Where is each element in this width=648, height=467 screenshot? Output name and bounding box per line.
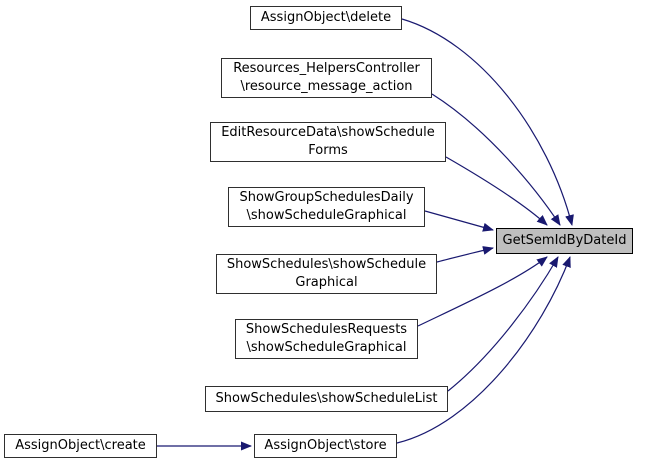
node-assignobject-create[interactable]: AssignObject\create xyxy=(4,434,157,458)
node-get-sem-id-by-date-id: GetSemIdByDateId xyxy=(496,228,633,254)
node-assignobject-store[interactable]: AssignObject\store xyxy=(254,434,397,458)
node-label-line: ShowSchedules\showSchedule xyxy=(226,257,427,272)
node-resource-message-action[interactable]: Resources_HelpersController \resource_me… xyxy=(221,58,432,98)
edge-show-schedules-requests-to-target xyxy=(417,256,548,327)
edge-show-group-schedules-daily-to-target xyxy=(424,210,494,232)
node-show-group-schedules-daily[interactable]: ShowGroupSchedulesDaily \showScheduleGra… xyxy=(228,187,425,227)
node-label-line: \resource_message_action xyxy=(240,79,413,94)
target-node-label: GetSemIdByDateId xyxy=(502,233,627,248)
node-label: AssignObject\create xyxy=(15,438,146,453)
node-label-line: \showScheduleGraphical xyxy=(246,208,407,223)
node-show-schedules-graphical[interactable]: ShowSchedules\showSchedule Graphical xyxy=(216,254,437,294)
node-assignobject-delete[interactable]: AssignObject\delete xyxy=(250,6,402,30)
node-show-schedules-requests[interactable]: ShowSchedulesRequests \showScheduleGraph… xyxy=(235,319,418,359)
node-label: AssignObject\store xyxy=(264,438,387,453)
node-edit-resource-data-show-schedule-forms[interactable]: EditResourceData\showSchedule Forms xyxy=(210,122,446,162)
edge-store-to-target xyxy=(396,256,571,444)
node-label-line: ShowSchedulesRequests xyxy=(245,322,408,337)
edge-show-schedule-forms-to-target xyxy=(445,156,548,226)
edge-show-schedules-graphical-to-target xyxy=(436,246,494,263)
node-label-line: Graphical xyxy=(295,275,358,290)
node-label-line: EditResourceData\showSchedule xyxy=(221,125,435,140)
node-label-line: \showScheduleGraphical xyxy=(246,340,407,355)
node-label-line: ShowGroupSchedulesDaily xyxy=(239,190,414,205)
node-label: ShowSchedules\showScheduleList xyxy=(215,391,438,406)
edge-show-schedule-list-to-target xyxy=(447,256,559,392)
node-show-schedule-list[interactable]: ShowSchedules\showScheduleList xyxy=(205,386,448,412)
node-label: AssignObject\delete xyxy=(260,10,392,25)
edge-delete-to-target xyxy=(401,18,574,226)
node-label-line: Resources_HelpersController xyxy=(233,61,420,76)
edge-resource-message-action-to-target xyxy=(431,93,561,226)
node-label-line: Forms xyxy=(308,143,348,158)
